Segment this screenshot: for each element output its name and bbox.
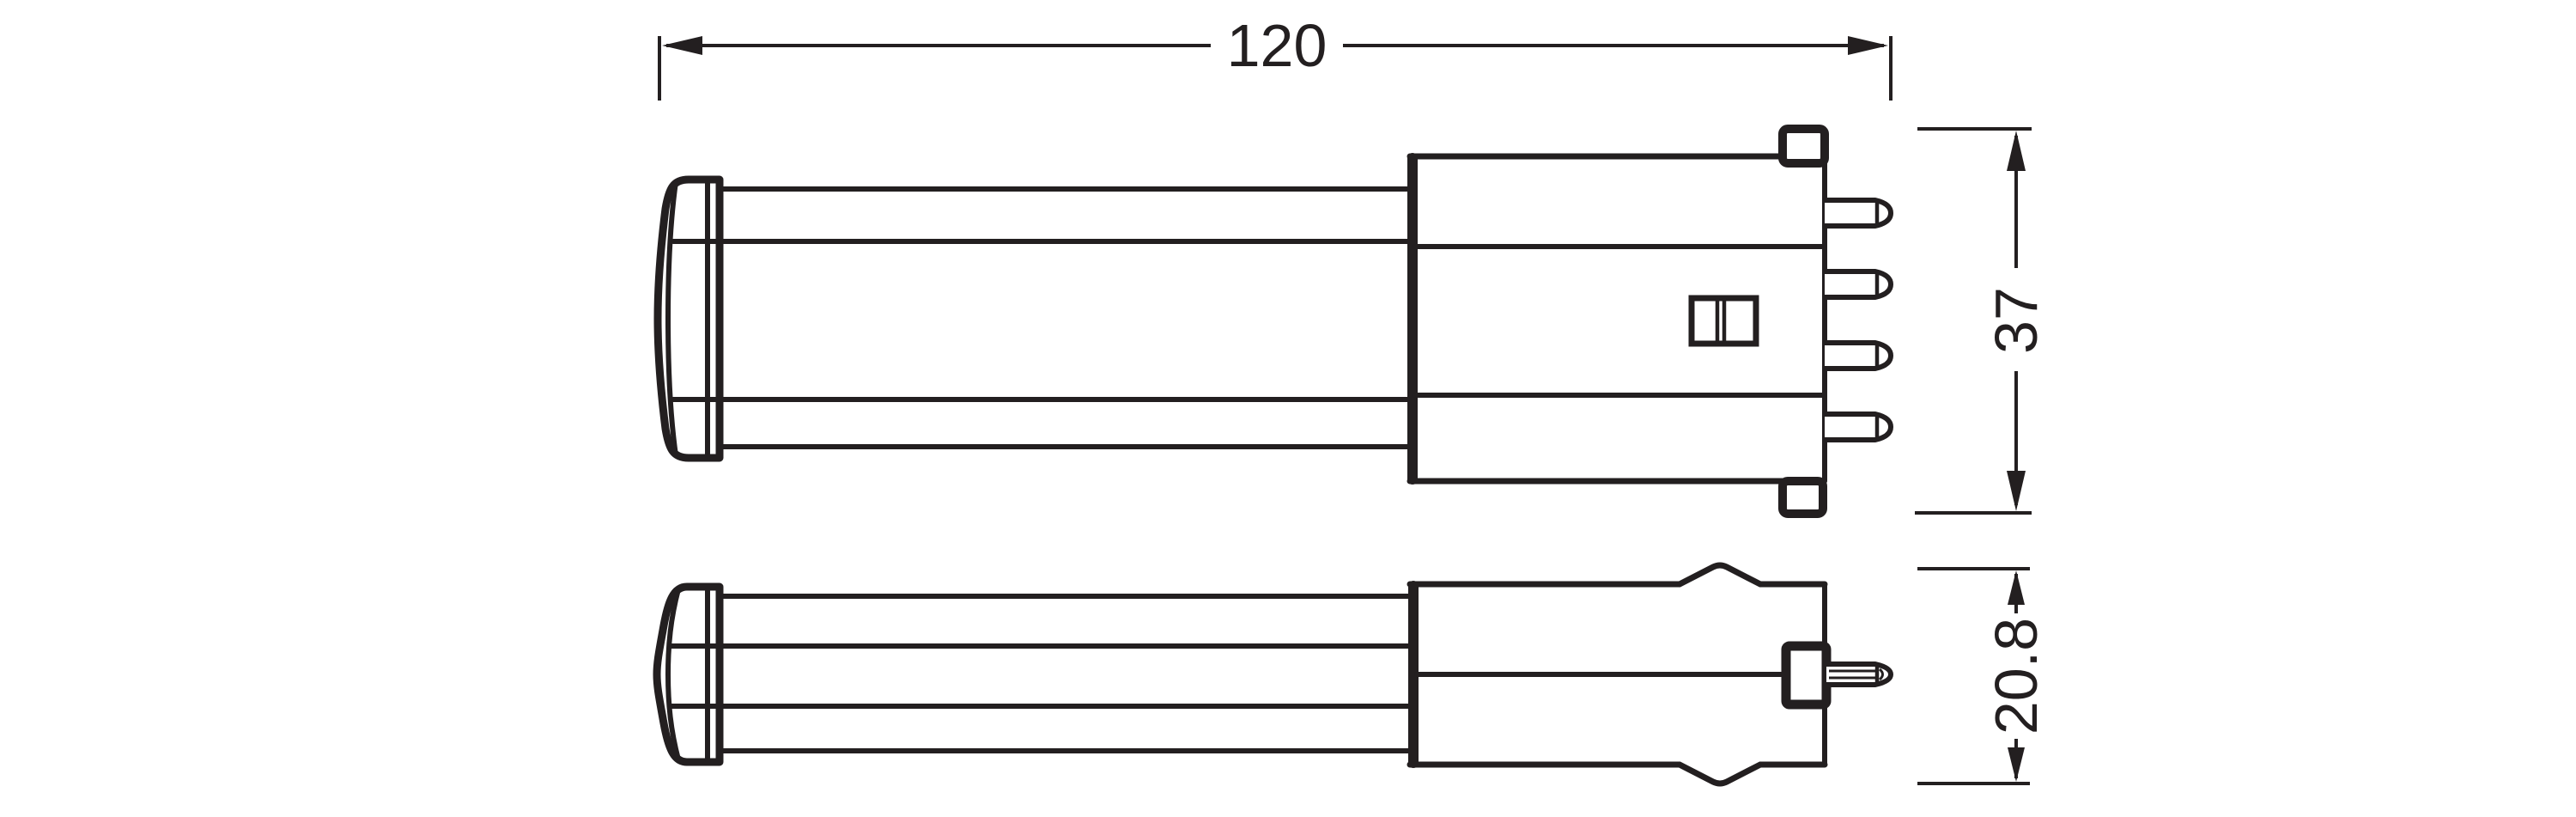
pin-1-outline	[1825, 198, 1893, 229]
base-bottom-edge-with-lug	[1406, 761, 1828, 787]
arrowhead-right	[1848, 36, 1888, 55]
dimension-depth: 20.8	[1917, 567, 2050, 785]
dimension-length: 120	[658, 12, 1893, 101]
end-cap-inner-curve	[665, 587, 681, 762]
pin-holder-block	[1781, 641, 1832, 710]
pin-tip-arc	[1878, 668, 1884, 681]
pin-2	[1825, 269, 1893, 300]
pin-outline	[1826, 662, 1893, 687]
top-view-end-cap	[653, 582, 724, 766]
side-view-end-cap	[653, 175, 724, 462]
top-view-pin	[1826, 662, 1893, 687]
base-bottom-lug	[1778, 477, 1827, 518]
side-view-base	[1406, 125, 1829, 518]
top-view-base	[1406, 562, 1832, 787]
pin-3	[1825, 340, 1893, 371]
arrowhead-up	[2008, 570, 2025, 605]
base-top-lug	[1778, 125, 1829, 168]
side-view-tube	[671, 186, 1413, 449]
side-view-pins	[1825, 198, 1893, 442]
dimension-height-value: 37	[1983, 287, 2050, 354]
pin-1	[1825, 198, 1893, 229]
end-cap-inner-curve	[665, 180, 678, 458]
pin-2-outline	[1825, 269, 1893, 300]
arrowhead-down	[2008, 747, 2025, 782]
arrowhead-up	[2007, 131, 2026, 171]
dimension-length-value: 120	[1227, 12, 1327, 79]
arrowhead-down	[2007, 471, 2026, 511]
dimension-height: 37	[1915, 127, 2050, 515]
top-view	[653, 562, 1893, 787]
pin-4-outline	[1825, 412, 1893, 442]
base-window-detail	[1688, 295, 1759, 347]
top-view-tube	[669, 594, 1414, 753]
dimension-depth-value: 20.8	[1983, 618, 2050, 735]
arrowhead-left	[662, 36, 702, 55]
pin-3-outline	[1825, 340, 1893, 371]
base-top-edge-with-lug	[1406, 562, 1828, 588]
pin-4	[1825, 412, 1893, 442]
side-view	[653, 125, 1893, 518]
end-cap-outline	[653, 175, 724, 462]
